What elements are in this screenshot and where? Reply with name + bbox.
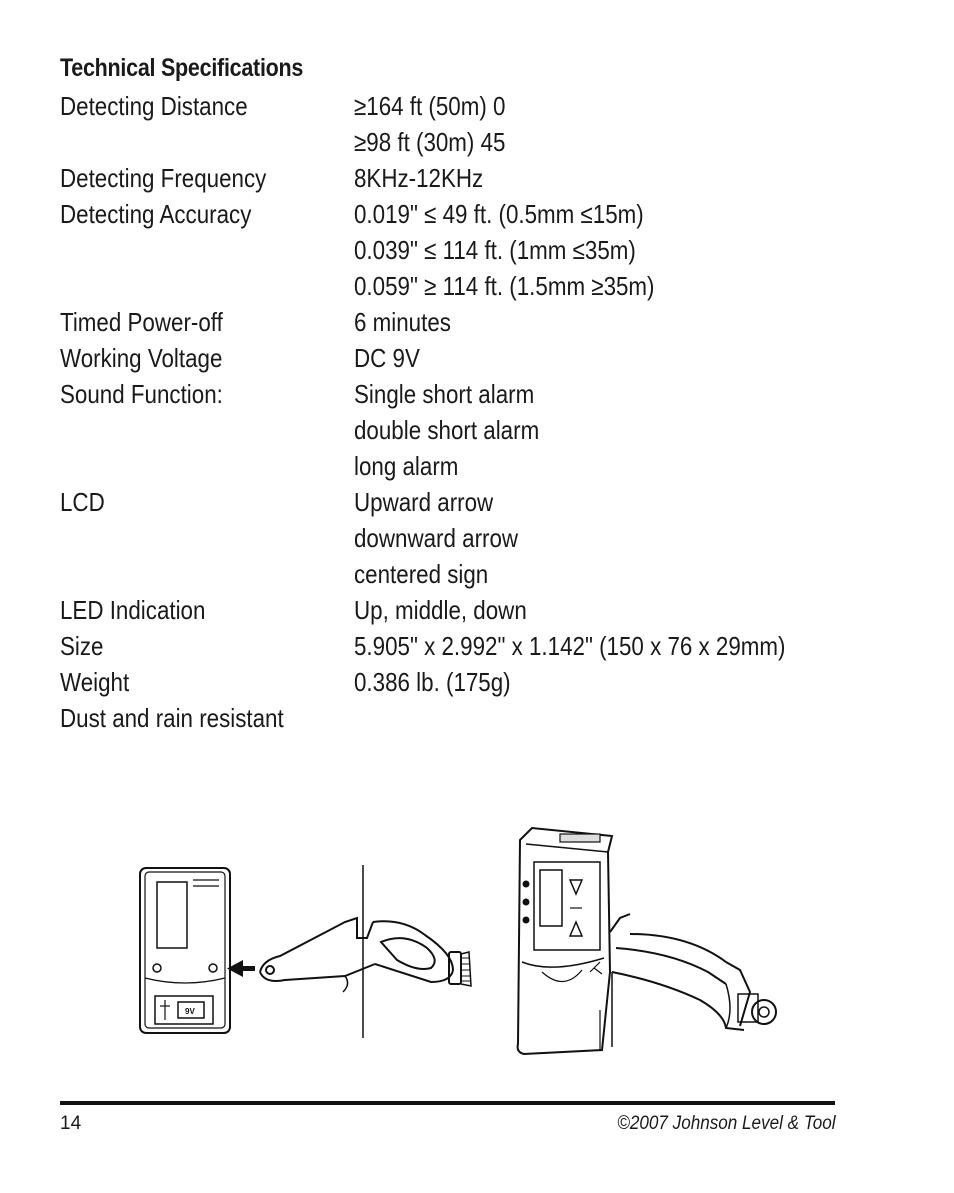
- spec-value: 8KHz-12KHz: [354, 163, 484, 193]
- spec-row: long alarm: [60, 448, 930, 484]
- detector-clamp-attach-illustration: 9V: [139, 865, 472, 1038]
- spec-value: Up, middle, down: [354, 595, 527, 625]
- spec-row: 0.039" ≤ 114 ft. (1mm ≤35m): [60, 232, 930, 268]
- spec-label: Working Voltage: [60, 343, 223, 373]
- detector-mounted-illustration: [516, 826, 777, 1056]
- spec-row: LCD Upward arrow: [60, 484, 930, 520]
- spec-value: 5.905" x 2.992" x 1.142" (150 x 76 x 29m…: [354, 631, 786, 661]
- spec-value: 0.019" ≤ 49 ft. (0.5mm ≤15m): [354, 199, 644, 229]
- spec-label: Sound Function:: [60, 379, 223, 409]
- battery-compartment: [154, 995, 214, 1025]
- spec-row: Size 5.905" x 2.992" x 1.142" (150 x 76 x…: [60, 628, 930, 664]
- spec-label: Timed Power-off: [60, 307, 223, 337]
- battery-label: 9V: [185, 1007, 195, 1016]
- display-panel: [533, 861, 601, 951]
- clamp-knob: [751, 999, 777, 1025]
- spec-row: ≥98 ft (30m) 45: [60, 124, 930, 160]
- lcd-screen: [539, 869, 563, 927]
- spec-label: LCD: [60, 487, 105, 517]
- spec-row: double short alarm: [60, 412, 930, 448]
- spec-label: LED Indication: [60, 595, 206, 625]
- spec-row: Detecting Accuracy 0.019" ≤ 49 ft. (0.5mm…: [60, 196, 930, 232]
- spec-value: ≥164 ft (50m) 0: [354, 91, 506, 121]
- spec-label: Detecting Distance: [60, 91, 248, 121]
- spec-value: 0.059" ≥ 114 ft. (1.5mm ≥35m): [354, 271, 655, 301]
- spec-row: Detecting Distance ≥164 ft (50m) 0: [60, 88, 930, 124]
- spec-row: Sound Function: Single short alarm: [60, 376, 930, 412]
- spec-row: Weight 0.386 lb. (175g): [60, 664, 930, 700]
- down-arrow-icon: [568, 879, 584, 896]
- spec-value: downward arrow: [354, 523, 519, 553]
- clamp-arm: [609, 913, 631, 933]
- spec-label: Dust and rain resistant: [60, 703, 284, 733]
- spec-value: Upward arrow: [354, 487, 494, 517]
- footer-rule: [60, 1101, 835, 1105]
- spec-row: 0.059" ≥ 114 ft. (1.5mm ≥35m): [60, 268, 930, 304]
- spec-value: 0.039" ≤ 114 ft. (1mm ≤35m): [354, 235, 636, 265]
- spec-value: long alarm: [354, 451, 459, 481]
- section-heading: Technical Specifications: [60, 54, 304, 82]
- spec-value: double short alarm: [354, 415, 540, 445]
- insert-arrow-icon: [227, 960, 255, 977]
- spec-value: 0.386 lb. (175g): [354, 667, 511, 697]
- copyright-notice: ©2007 Johnson Level & Tool: [617, 1113, 836, 1134]
- clamp-bracket: [259, 865, 472, 1038]
- spec-value: DC 9V: [354, 343, 420, 373]
- spec-row: Dust and rain resistant: [60, 700, 930, 736]
- spec-value: Single short alarm: [354, 379, 535, 409]
- spec-label: Weight: [60, 667, 130, 697]
- spec-value: ≥98 ft (30m) 45: [354, 127, 506, 157]
- up-arrow-icon: [568, 920, 584, 937]
- detector-body: [139, 867, 231, 1034]
- spec-label: Size: [60, 631, 104, 661]
- spec-row: Working Voltage DC 9V: [60, 340, 930, 376]
- spec-row: Timed Power-off 6 minutes: [60, 304, 930, 340]
- spec-row: centered sign: [60, 556, 930, 592]
- spec-row: LED Indication Up, middle, down: [60, 592, 930, 628]
- detector-housing: [516, 826, 614, 1056]
- spec-label: Detecting Frequency: [60, 163, 267, 193]
- spec-label: Detecting Accuracy: [60, 199, 252, 229]
- spec-value: 6 minutes: [354, 307, 451, 337]
- page-number: 14: [60, 1113, 82, 1134]
- spec-row: Detecting Frequency 8KHz-12KHz: [60, 160, 930, 196]
- spec-row: downward arrow: [60, 520, 930, 556]
- detector-window: [156, 881, 188, 949]
- spec-value: centered sign: [354, 559, 489, 589]
